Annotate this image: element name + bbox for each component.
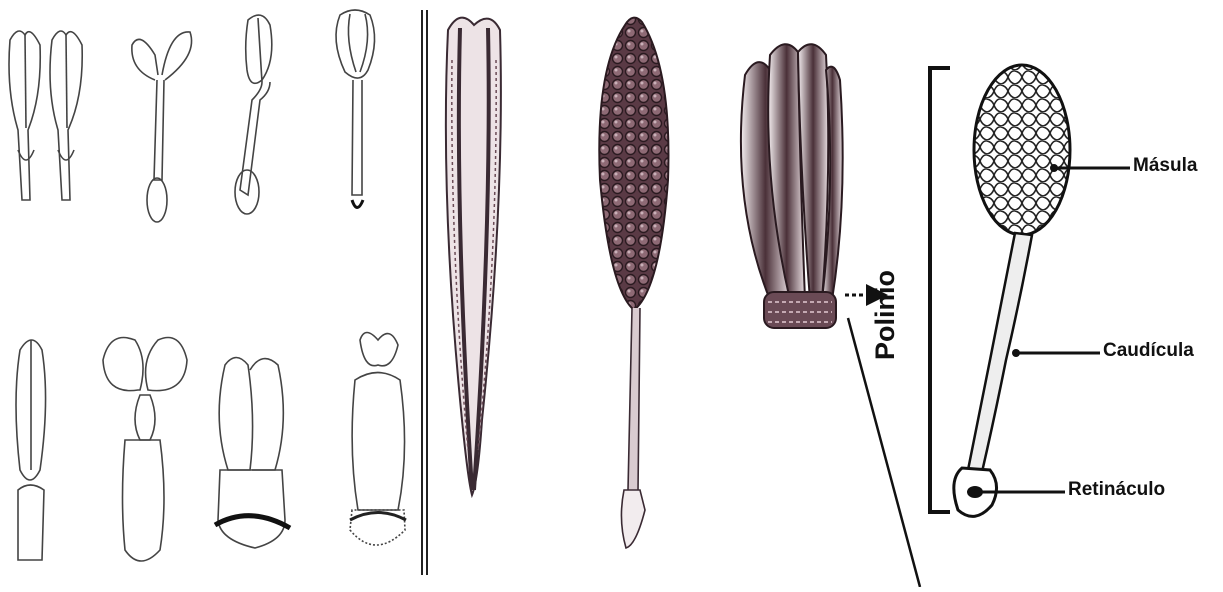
stamen-hook-drawing (235, 15, 272, 214)
pollinium-detail-panel (930, 65, 1130, 516)
anther-forms-panel (9, 10, 406, 561)
pollinia-panel (446, 18, 843, 548)
retinaculo-label: Retináculo (1068, 479, 1165, 501)
stamen-fringed-drawing (350, 333, 406, 546)
stamen-butterfly-drawing (103, 338, 187, 562)
pollinium-ridged-drawing (446, 18, 501, 495)
polinio-bracket (930, 68, 950, 512)
stamen-pair-drawing (9, 31, 82, 200)
stamen-y-drawing (132, 32, 192, 222)
polinio-label: Polinio (870, 270, 901, 360)
stamen-long-drawing (16, 340, 46, 560)
stamen-base-drawing (215, 358, 290, 549)
caudicula-label: Caudícula (1103, 340, 1194, 362)
masula-drawing (974, 65, 1070, 235)
panel-divider (422, 10, 427, 575)
stamen-t-drawing (336, 10, 375, 208)
masula-label: Másula (1133, 155, 1197, 177)
pollinium-massulate-drawing (599, 18, 668, 548)
pollinium-fan-drawing (741, 44, 843, 328)
